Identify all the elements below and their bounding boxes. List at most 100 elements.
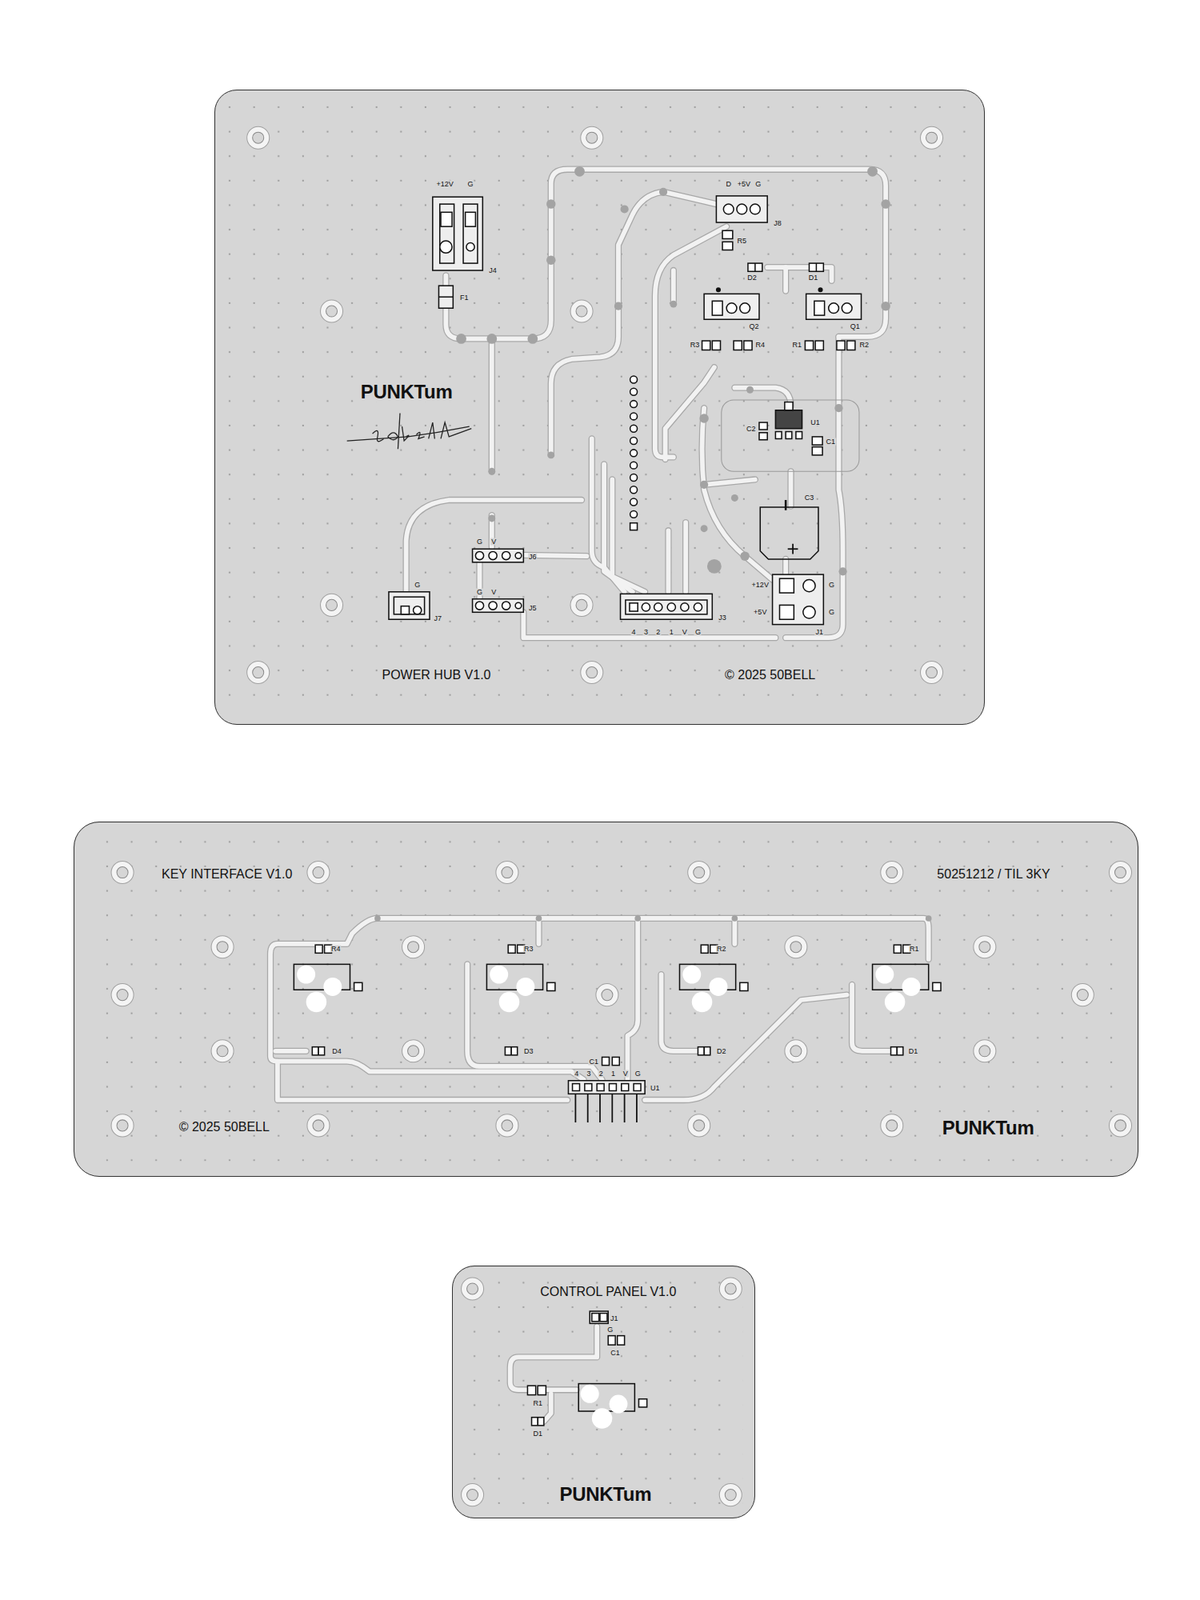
via [740,551,749,560]
silkscreen-label: 2 [655,628,661,636]
control-footprint [532,1417,544,1426]
via [456,333,467,344]
component-footprint [712,340,720,350]
board-ground [226,102,972,713]
component-footprint [630,486,638,494]
component-footprint [629,603,638,612]
control-footprint [617,1336,625,1345]
mounting-hole [784,1040,808,1063]
mounting-hole-bore [790,941,802,953]
mounting-hole [111,1114,134,1137]
mounting-hole [111,984,134,1007]
via [700,480,708,489]
silkscreen-label: G [476,588,484,596]
silkscreen-label: 1 [668,628,675,636]
via [707,559,722,574]
key-switch-footprint [697,1047,710,1056]
component-footprint [630,510,638,518]
key-switch-footprint [703,1047,705,1056]
board-ground [92,836,1123,1162]
component-footprint [388,592,430,620]
mounting-hole-bore [790,1045,802,1057]
mounting-hole-bore [886,1120,898,1132]
key-switch-footprint [504,1047,517,1056]
mounting-hole [920,126,944,149]
mounting-hole-bore [501,867,513,879]
silkscreen-label: U1 [809,419,821,427]
mounting-hole [496,861,519,884]
component-footprint [630,424,638,432]
silkscreen-label: U1 [649,1084,661,1092]
component-footprint [630,376,638,384]
key-switch-footprint [508,944,516,953]
board-title: KEY INTERFACE V1.0 [160,867,294,882]
component-footprint [465,212,476,227]
control-footprint [580,1384,600,1404]
signature [347,426,470,441]
silkscreen-label: 4 [631,628,637,636]
component-footprint [440,212,452,227]
component-footprint [803,606,816,619]
silkscreen-label: C3 [804,494,816,502]
component-footprint [784,500,788,511]
mounting-hole-bore [326,599,338,611]
mounting-hole-bore [408,941,420,953]
mounting-hole-bore [724,1283,736,1295]
silkscreen-label: R2 [716,945,728,953]
mounting-hole [570,300,593,323]
mounting-hole-bore [1076,989,1088,1001]
mounting-hole-bore [693,1120,705,1132]
component-footprint [475,551,484,560]
control-footprint [592,1408,613,1429]
mounting-hole [247,661,270,684]
component-footprint [488,601,497,610]
component-footprint [722,241,733,250]
component-footprint [775,410,802,429]
key-switch-footprint [324,944,332,953]
silkscreen-label: G [694,628,702,636]
silkscreen-label: D1 [808,273,820,281]
mounting-hole [402,1040,425,1063]
key-switch-footprint [516,977,535,996]
board-ground [452,1265,756,1519]
component-footprint [667,603,676,612]
component-footprint [620,593,713,620]
silkscreen-label: V [622,1069,629,1077]
copper-traces [270,169,929,1422]
via [746,386,754,394]
component-footprint [630,388,638,396]
component-footprint [630,473,638,481]
key-switch-footprint [608,1084,616,1092]
component-footprint [515,602,522,609]
component-footprint [723,204,734,215]
silkscreen-label: R4 [330,945,342,953]
component-footprint [759,422,768,430]
control-footprint [600,1313,608,1322]
signature [347,413,472,450]
key-switch-footprint [317,1047,320,1056]
silkscreen-label: R5 [736,237,748,245]
component-footprint [785,432,792,440]
silkscreen-label: G [476,538,484,546]
component-footprint [736,204,748,215]
via [527,333,538,344]
board-ground [464,1277,743,1507]
mounting-hole [688,861,711,884]
key-switch-footprint [599,1093,601,1123]
signature [372,430,384,441]
silkscreen-label: Q1 [849,323,861,331]
silkscreen-label: G [466,180,474,188]
component-footprint [792,544,794,555]
silkscreen-label: R3 [689,341,701,349]
signature [440,422,472,439]
component-footprint [693,603,702,612]
key-switch-footprint [875,965,894,984]
key-switch-footprint [710,944,718,953]
mounting-hole [320,593,344,616]
mounting-hole [496,1114,519,1137]
silkscreen-label: J7 [432,614,443,622]
silkscreen-label: J8 [772,220,783,228]
control-footprint [608,1395,628,1414]
mounting-hole-bore [926,667,938,679]
mounting-hole-bore [312,867,324,879]
